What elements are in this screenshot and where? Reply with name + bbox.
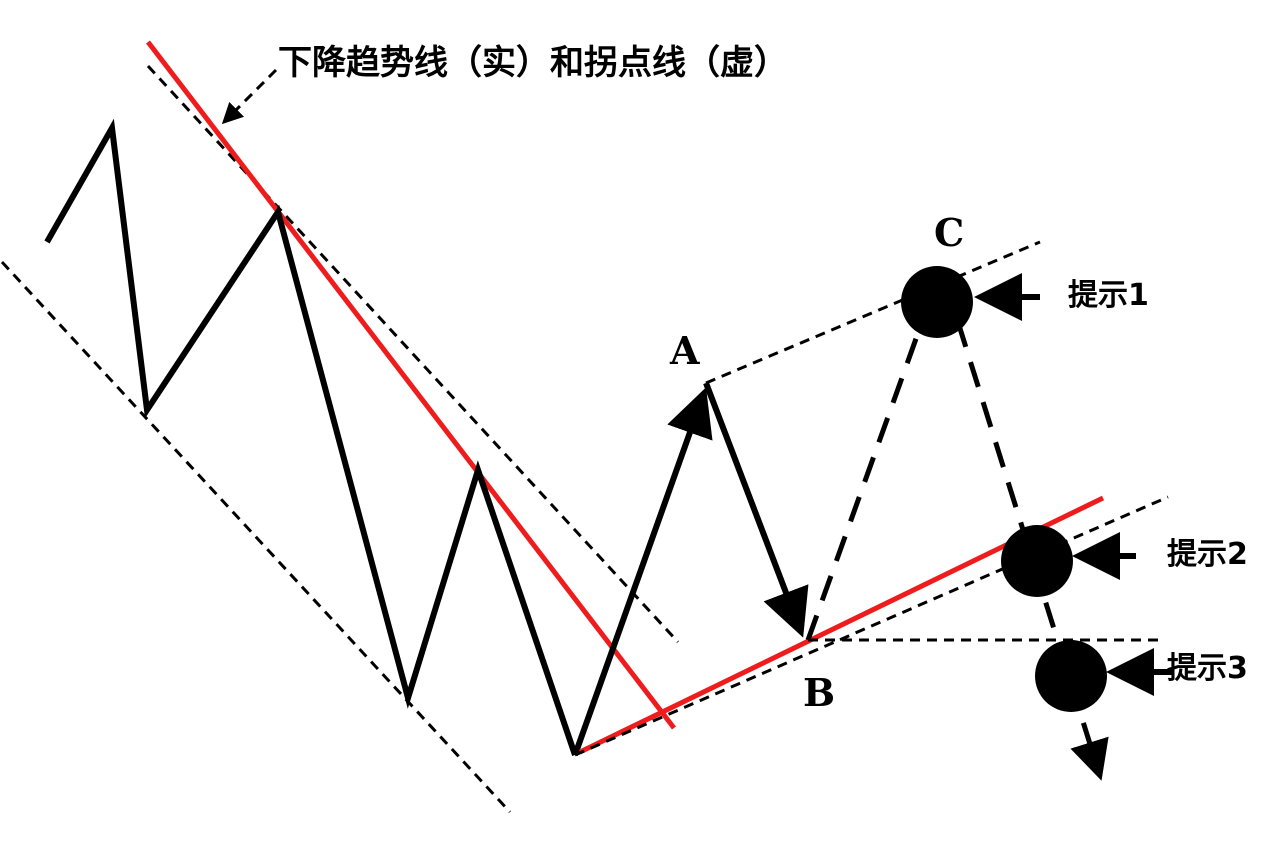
- point-b-label: B: [803, 670, 835, 715]
- point-c-label: C: [934, 210, 964, 255]
- signal-dot-1: [901, 266, 973, 338]
- signal-dot-3: [1035, 640, 1107, 712]
- lower-pivot-line: [574, 495, 1169, 757]
- title-pointer-arrow: [221, 68, 278, 125]
- rise-to-a-arrow: [572, 387, 713, 757]
- projected-rise-path: [805, 321, 925, 641]
- downtrend-line: [146, 40, 676, 730]
- lower-channel-line: [0, 260, 512, 814]
- a-c-pivot-line: [705, 240, 1041, 385]
- hint-1-label: 提示1: [1068, 278, 1149, 313]
- point-a-label: A: [669, 328, 700, 373]
- price-zigzag: [44, 118, 578, 756]
- diagram-title: 下降趋势线（实）和拐点线（虚）: [278, 43, 788, 83]
- hint-3-label: 提示3: [1167, 651, 1248, 686]
- signal-dot-2: [1001, 525, 1073, 597]
- drop-to-b-arrow: [703, 381, 809, 638]
- upper-pivot-line: [146, 64, 680, 644]
- hint-2-label: 提示2: [1167, 537, 1248, 572]
